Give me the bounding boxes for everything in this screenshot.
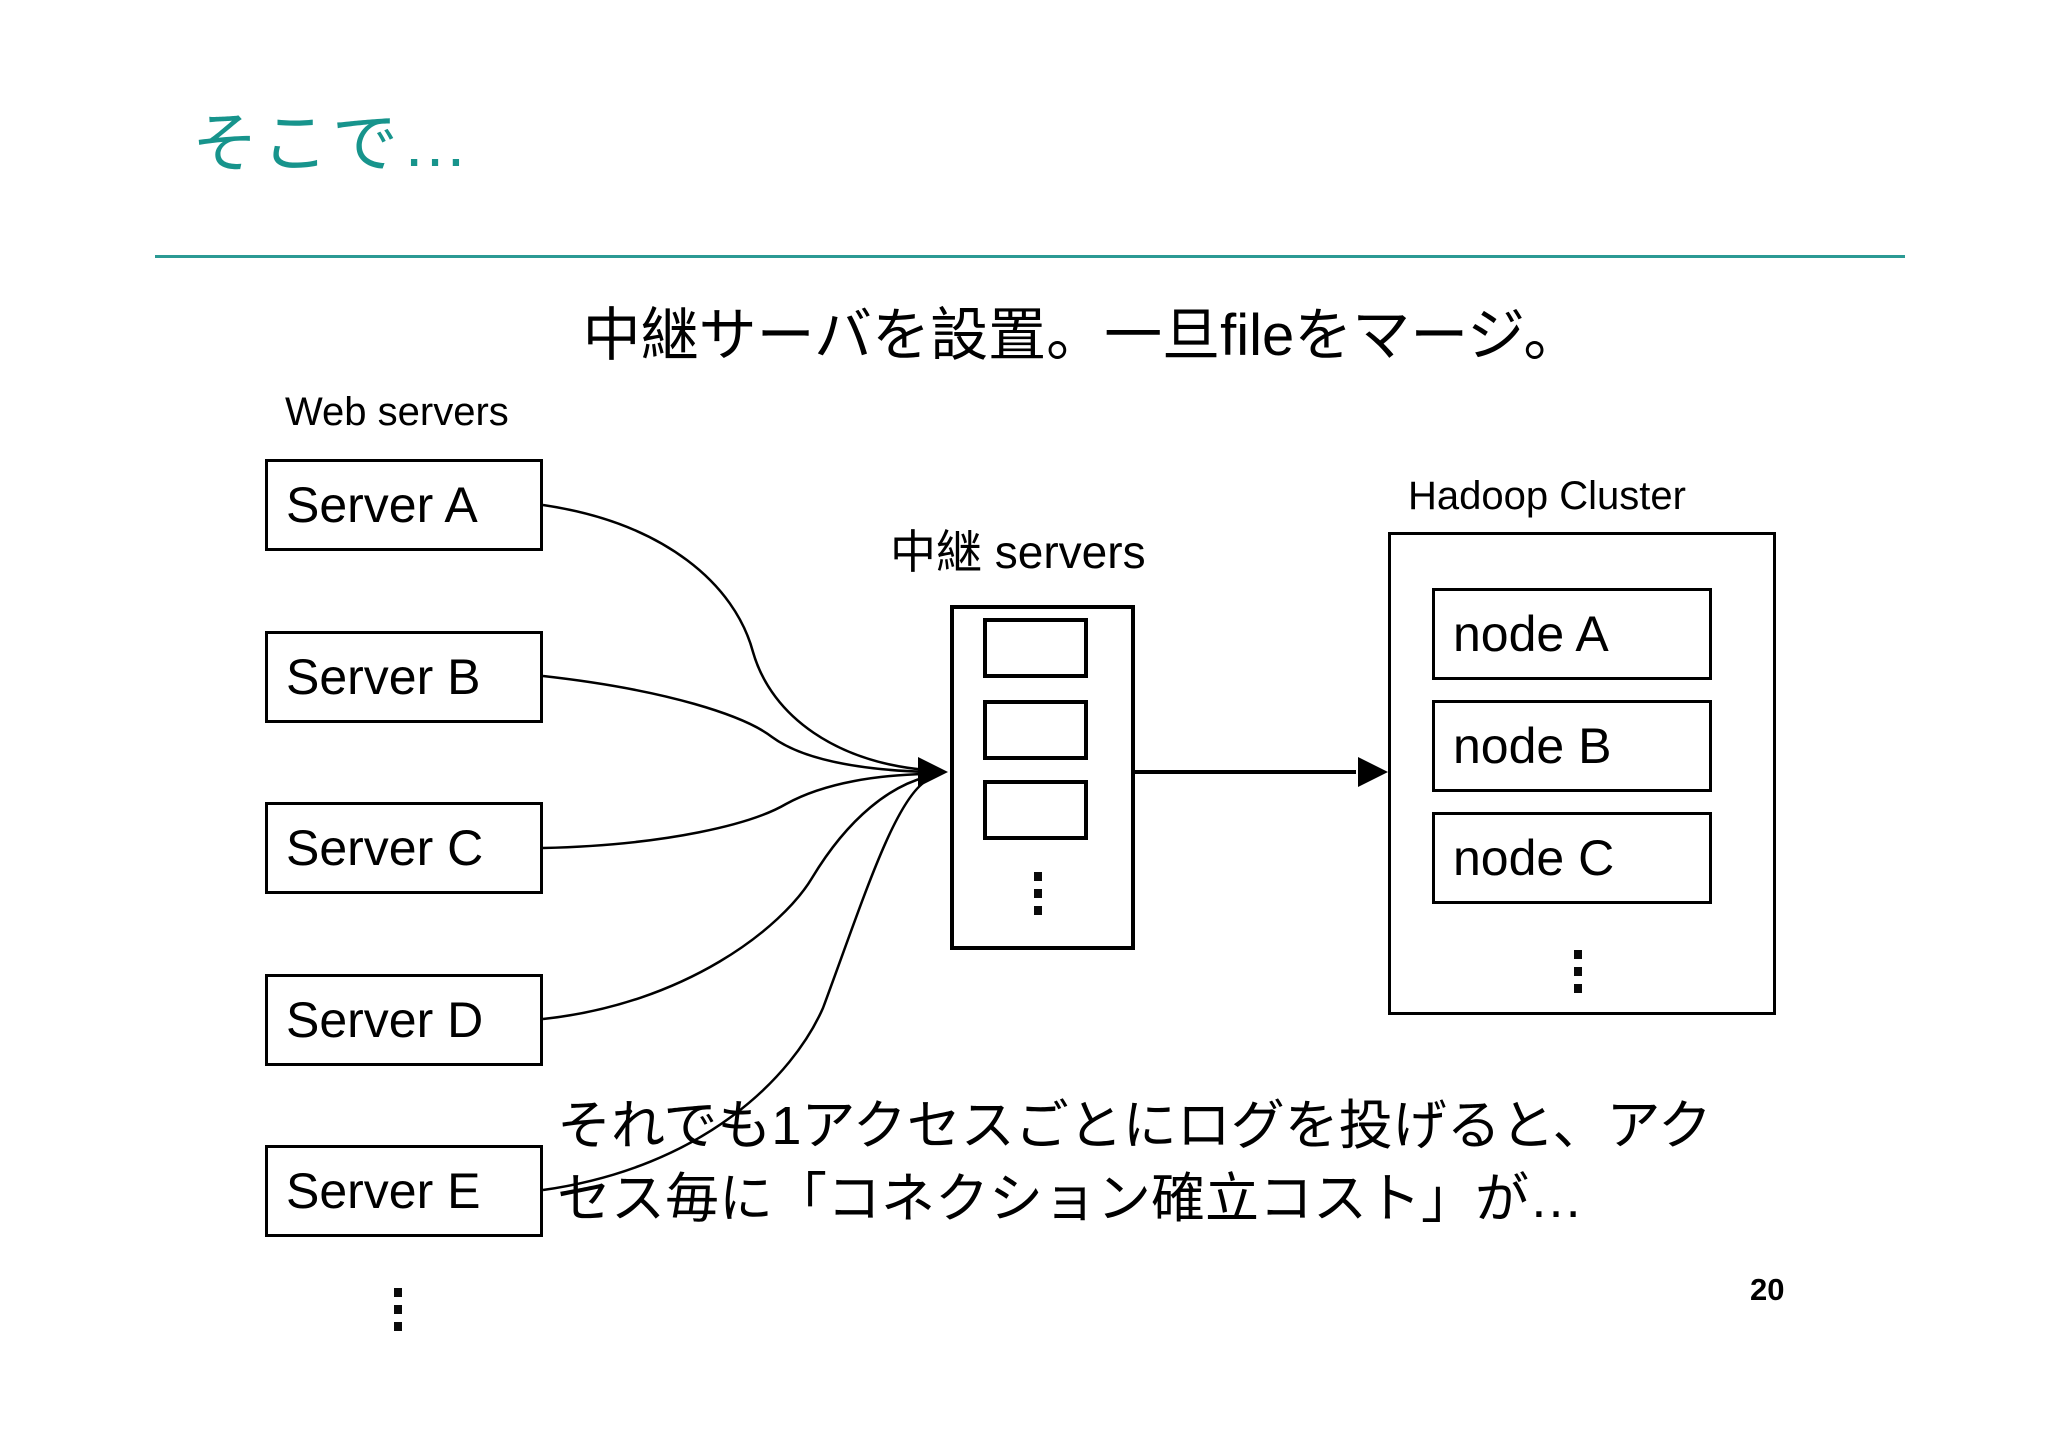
node-c-box: node C bbox=[1432, 812, 1712, 904]
bottom-note-line-1: それでも1アクセスごとにログを投げると、アク bbox=[557, 1096, 1712, 1156]
wire-server-c bbox=[542, 772, 927, 850]
relay-servers-label: 中継 servers bbox=[890, 526, 1146, 578]
relay-vertical-ellipsis bbox=[1034, 872, 1042, 915]
merge-arrowhead bbox=[918, 757, 948, 787]
slide-title: そこで… bbox=[192, 106, 472, 180]
node-c-label: node C bbox=[1453, 830, 1615, 886]
server-e-box: Server E bbox=[265, 1145, 543, 1237]
node-a-box: node A bbox=[1432, 588, 1712, 680]
node-b-label: node B bbox=[1453, 718, 1612, 774]
server-c-box: Server C bbox=[265, 802, 543, 894]
server-b-box: Server B bbox=[265, 631, 543, 723]
server-a-label: Server A bbox=[286, 477, 478, 533]
server-e-label: Server E bbox=[286, 1163, 481, 1219]
server-c-label: Server C bbox=[286, 820, 484, 876]
node-b-box: node B bbox=[1432, 700, 1712, 792]
relay-slot-2 bbox=[983, 700, 1088, 760]
wire-server-d bbox=[542, 775, 927, 1021]
server-d-box: Server D bbox=[265, 974, 543, 1066]
wire-server-a bbox=[542, 503, 927, 772]
web-servers-vertical-ellipsis bbox=[394, 1288, 402, 1331]
relay-slot-3 bbox=[983, 780, 1088, 840]
wire-server-b bbox=[542, 674, 927, 774]
node-a-label: node A bbox=[1453, 606, 1609, 662]
bottom-note: それでも1アクセスごとにログを投げると、アク セス毎に「コネクション確立コスト」… bbox=[557, 1090, 1712, 1236]
web-servers-label: Web servers bbox=[285, 390, 509, 434]
server-a-box: Server A bbox=[265, 459, 543, 551]
bottom-note-line-2: セス毎に「コネクション確立コスト」が… bbox=[557, 1169, 1583, 1229]
relay-to-hadoop-arrowhead bbox=[1358, 757, 1388, 787]
server-b-label: Server B bbox=[286, 649, 481, 705]
relay-slot-1 bbox=[983, 618, 1088, 678]
title-divider bbox=[155, 255, 1905, 258]
server-d-label: Server D bbox=[286, 992, 484, 1048]
page-number: 20 bbox=[1750, 1272, 1785, 1307]
hadoop-vertical-ellipsis bbox=[1574, 950, 1582, 993]
hadoop-cluster-label: Hadoop Cluster bbox=[1408, 474, 1686, 518]
slide-subtitle: 中継サーバを設置。一旦fileをマージ。 bbox=[582, 303, 1582, 368]
